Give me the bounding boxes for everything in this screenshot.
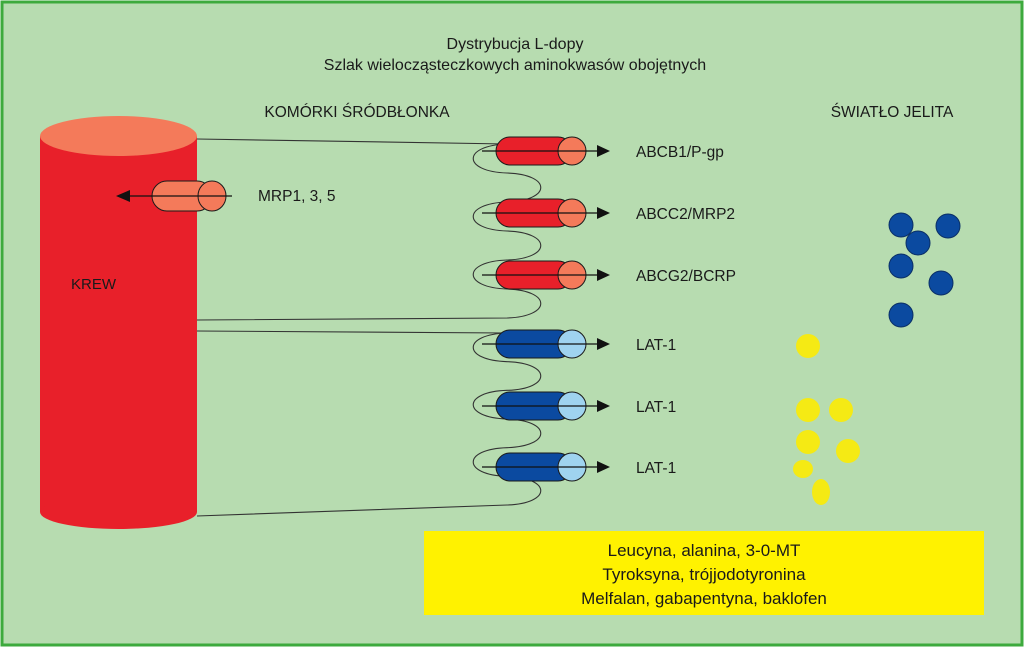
diagram-subtitle: Szlak wielocząsteczkowych aminokwasów ob… [324, 57, 706, 74]
yellow-particle [793, 460, 813, 478]
transporter-label: LAT-1 [636, 337, 676, 354]
yellow-particle [796, 398, 820, 422]
mrp-label: MRP1, 3, 5 [258, 188, 336, 205]
lumen-header: ŚWIATŁO JELITA [831, 103, 954, 121]
blue-particle [888, 302, 914, 328]
transporter-arrow-head [597, 461, 610, 473]
yellow-particle [796, 430, 820, 454]
transporter-label: LAT-1 [636, 460, 676, 477]
transporter-label: ABCC2/MRP2 [636, 206, 735, 223]
transporter-label: ABCG2/BCRP [636, 268, 736, 285]
transporter-arrow-head [597, 207, 610, 219]
substrates-box [424, 531, 984, 615]
blue-particle [888, 212, 914, 238]
yellow-particle [812, 479, 830, 505]
substrates-line-1: Leucyna, alanina, 3-0-MT [608, 541, 801, 560]
transporter-arrow-head [597, 338, 610, 350]
transporter-label: LAT-1 [636, 399, 676, 416]
substrates-line-3: Melfalan, gabapentyna, baklofen [581, 589, 827, 608]
yellow-particle [836, 439, 860, 463]
blood-vessel-bottom [40, 495, 197, 529]
transporter-4: LAT-1 [482, 329, 676, 359]
transporter-5: LAT-1 [482, 391, 676, 421]
yellow-particle [829, 398, 853, 422]
blue-particle [905, 230, 931, 256]
transporter-arrow-head [597, 269, 610, 281]
mrp-transporter [116, 180, 232, 212]
transporter-arrow-head [597, 400, 610, 412]
transporters-group: ABCB1/P-gpABCC2/MRP2ABCG2/BCRPLAT-1LAT-1… [482, 136, 736, 482]
blue-particle [935, 213, 961, 239]
lumen-particles [793, 212, 961, 505]
mrp-arrow-head [116, 190, 130, 202]
blood-label: KREW [71, 276, 117, 293]
blood-vessel [40, 116, 197, 529]
transporter-label: ABCB1/P-gp [636, 144, 724, 161]
transporter-2: ABCC2/MRP2 [482, 198, 735, 228]
endothelium-header: KOMÓRKI ŚRÓDBŁONKA [264, 103, 450, 121]
diagram-title: Dystrybucja L-dopy [447, 36, 584, 53]
blood-vessel-top [40, 116, 197, 156]
transporter-6: LAT-1 [482, 452, 676, 482]
transporter-3: ABCG2/BCRP [482, 260, 736, 290]
blue-particle [928, 270, 954, 296]
yellow-particle [796, 334, 820, 358]
transporter-1: ABCB1/P-gp [482, 136, 724, 166]
blue-particle [888, 253, 914, 279]
transporter-arrow-head [597, 145, 610, 157]
substrates-line-2: Tyroksyna, trójjodotyronina [602, 565, 806, 584]
